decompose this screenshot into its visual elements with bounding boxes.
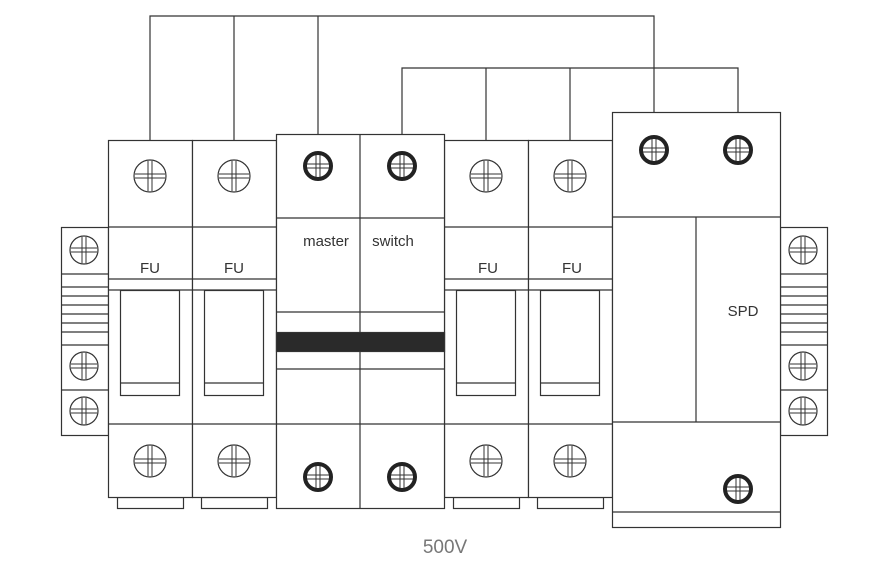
fuse-holder [203,289,265,397]
fuse-4-label: FU [562,260,582,277]
screw-terminal-icon [303,462,333,492]
screw-terminal-icon [217,444,251,478]
screw-slot-icon [307,155,329,177]
screw-terminal-icon [469,444,503,478]
screw-terminal-icon [133,159,167,193]
screw-terminal-icon [553,444,587,478]
voltage-label: 500V [422,537,468,558]
screw-slot-icon [790,353,816,379]
screw-slot-icon [471,446,501,476]
fuse-foot [536,496,605,510]
screw-slot-icon [643,139,665,161]
screw-terminal-icon [723,474,753,504]
screw-slot-icon [471,161,501,191]
spd-label: SPD [727,303,759,320]
fuse-holder [455,289,517,397]
screw-slot-icon [391,155,413,177]
screw-slot-icon [790,398,816,424]
screw-slot-icon [307,466,329,488]
fuse-foot [116,496,185,510]
screw-slot-icon [71,398,97,424]
screw-slot-icon [555,161,585,191]
screw-slot-icon [219,446,249,476]
wire-top [149,15,655,150]
screw-slot-icon [135,161,165,191]
screw-slot-icon [790,237,816,263]
screw-terminal-icon [69,396,99,426]
fuse-foot [452,496,521,510]
screw-terminal-icon [553,159,587,193]
screw-slot-icon [727,478,749,500]
screw-terminal-icon [639,135,669,165]
fuse-1-label: FU [140,260,160,277]
screw-terminal-icon [217,159,251,193]
screw-slot-icon [727,139,749,161]
switch-label: switch [372,233,414,250]
screw-slot-icon [555,446,585,476]
screw-terminal-icon [788,235,818,265]
screw-terminal-icon [788,396,818,426]
screw-terminal-icon [469,159,503,193]
screw-terminal-icon [133,444,167,478]
screw-slot-icon [219,161,249,191]
fuse-holder [539,289,601,397]
fuse-2-label: FU [224,260,244,277]
screw-slot-icon [135,446,165,476]
screw-terminal-icon [69,235,99,265]
fuse-foot [200,496,269,510]
screw-terminal-icon [387,462,417,492]
screw-terminal-icon [387,151,417,181]
screw-terminal-icon [303,151,333,181]
screw-slot-icon [71,237,97,263]
screw-slot-icon [71,353,97,379]
fuse-holder [119,289,181,397]
screw-terminal-icon [69,351,99,381]
screw-terminal-icon [723,135,753,165]
switch-handle-bar [275,331,446,353]
master-label: master [303,233,349,250]
screw-terminal-icon [788,351,818,381]
screw-slot-icon [391,466,413,488]
fuse-3-label: FU [478,260,498,277]
